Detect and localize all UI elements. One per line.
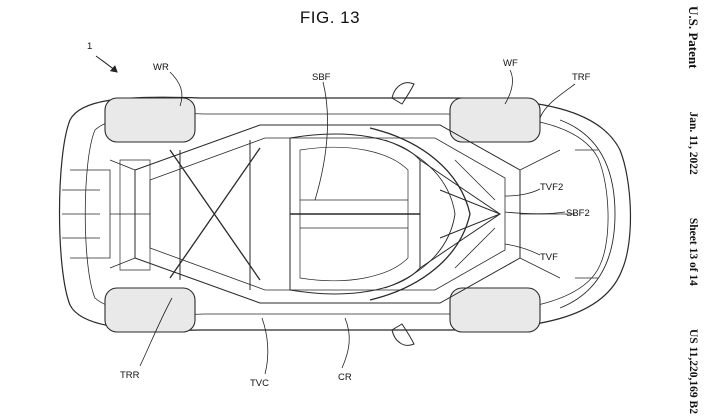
leader-lines	[139, 69, 576, 375]
reference-arrow	[95, 55, 118, 73]
reference-numeral: 1	[87, 41, 92, 52]
patent-office: U.S. Patent	[686, 6, 701, 69]
label-trr: TRR	[120, 370, 140, 381]
tubular-frame	[109, 124, 575, 304]
front-left-wheel	[449, 97, 541, 143]
patent-number: US 11,220,169 B2	[687, 328, 699, 414]
wheels	[104, 97, 541, 333]
car-body-outline	[58, 82, 632, 346]
label-wr: WR	[153, 62, 169, 73]
label-trf: TRF	[572, 72, 591, 83]
figure-title: FIG. 13	[299, 8, 361, 27]
patent-header: U.S. Patent Jan. 11, 2022 Sheet 13 of 14…	[660, 0, 726, 420]
label-tvf: TVF	[540, 252, 558, 263]
label-tvc: TVC	[250, 378, 269, 389]
front-right-wheel	[449, 287, 541, 333]
patent-date: Jan. 11, 2022	[687, 111, 699, 175]
label-sbf2: SBF2	[566, 208, 590, 219]
patent-sheet: Sheet 13 of 14	[687, 217, 699, 286]
label-wf: WF	[503, 58, 518, 69]
label-sbf: SBF	[312, 72, 331, 83]
vehicle-frame-drawing: 1 WR SBF WF TRF TVF2 SBF2 TVF TRR TVC CR	[58, 41, 632, 389]
rear-left-wheel	[104, 97, 196, 143]
rear-right-wheel	[104, 287, 196, 333]
label-cr: CR	[338, 372, 352, 383]
label-tvf2: TVF2	[540, 182, 563, 193]
